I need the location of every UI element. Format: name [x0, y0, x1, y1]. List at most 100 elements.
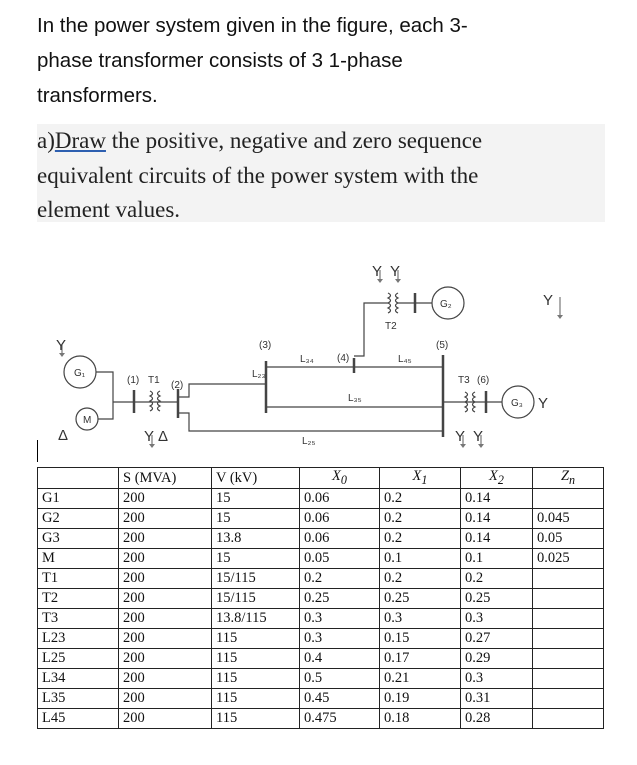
table-cell: 115 [211, 668, 300, 689]
table-cell: 200 [118, 488, 212, 509]
label-l34: L₃₄ [300, 354, 314, 365]
transformer-t1 [148, 390, 162, 412]
table-cell: L23 [37, 628, 119, 649]
table-cell: 0.045 [532, 508, 604, 529]
question-text: element values. [37, 197, 181, 222]
delta-m: Δ [58, 427, 68, 444]
table-cell: 0.2 [460, 568, 533, 589]
table-cell: 0.4 [299, 648, 380, 669]
text-cursor [37, 440, 38, 462]
table-cell: 200 [118, 568, 212, 589]
table-cell: 15/115 [211, 568, 300, 589]
label-bus5: (5) [436, 340, 448, 351]
wye-t2b: Y [390, 263, 400, 280]
label-l35: L₃₅ [348, 393, 362, 404]
table-cell: 0.31 [460, 688, 533, 709]
table-cell: G1 [37, 488, 119, 509]
table-cell: L25 [37, 648, 119, 669]
table-cell: 0.5 [299, 668, 380, 689]
table-cell: 0.14 [460, 528, 533, 549]
label-l45: L₄₅ [398, 354, 412, 365]
wye-t1: Y [144, 428, 154, 445]
table-cell: 0.14 [460, 508, 533, 529]
table-cell: 15 [211, 548, 300, 569]
table-cell: 0.2 [299, 568, 380, 589]
label-m: M [83, 415, 91, 426]
table-cell: 0.25 [379, 588, 461, 609]
table-cell: 115 [211, 708, 300, 729]
table-cell: 200 [118, 648, 212, 669]
header-v: V (kV) [211, 467, 300, 489]
question-text: equivalent circuits of the power system … [37, 162, 479, 188]
table-cell [532, 688, 604, 709]
table-cell [532, 588, 604, 609]
power-system-diagram: G₁ M G₂ G₃ (1) T1 (2) (3) (4) (5) (6) T2… [56, 263, 563, 448]
problem-intro: In the power system given in the figure,… [37, 8, 617, 113]
transformer-t2 [386, 292, 400, 314]
table-cell: 0.05 [532, 528, 604, 549]
table-cell: G2 [37, 508, 119, 529]
table-cell: 0.27 [460, 628, 533, 649]
table-cell: 15 [211, 508, 300, 529]
question-label: a) [37, 128, 55, 153]
label-bus2: (2) [171, 380, 183, 391]
wye-t3a: Y [455, 428, 465, 445]
table-cell: 0.15 [379, 628, 461, 649]
label-bus6: (6) [477, 375, 489, 386]
table-cell: 0.29 [460, 648, 533, 669]
table-cell: 0.06 [299, 488, 380, 509]
table-cell: 200 [118, 508, 212, 529]
table-cell [532, 628, 604, 649]
header-s: S (MVA) [118, 467, 212, 489]
label-g3: G₃ [511, 398, 523, 409]
table-cell: 0.3 [379, 608, 461, 629]
table-cell: 0.05 [299, 548, 380, 569]
table-cell: 0.1 [379, 548, 461, 569]
question-a: a)Draw the positive, negative and zero s… [37, 124, 605, 222]
table-cell: 200 [118, 548, 212, 569]
table-cell: 0.25 [460, 588, 533, 609]
table-cell: 0.18 [379, 708, 461, 729]
question-verb: Draw [54, 128, 106, 153]
label-g1: G₁ [74, 368, 86, 379]
table-cell: 0.3 [299, 608, 380, 629]
label-t2: T2 [385, 321, 397, 332]
label-g2: G₂ [440, 299, 452, 310]
table-cell: 200 [118, 608, 212, 629]
table-cell: 115 [211, 628, 300, 649]
wye-g2: Y [543, 292, 553, 309]
table-cell: 0.06 [299, 528, 380, 549]
table-cell [532, 668, 604, 689]
table-cell: 200 [118, 668, 212, 689]
label-t1: T1 [148, 375, 160, 386]
line-l25 [178, 412, 443, 432]
table-cell: 0.25 [299, 588, 380, 609]
table-cell: L45 [37, 708, 119, 729]
wye-g3: Y [538, 395, 548, 412]
table-cell: L34 [37, 668, 119, 689]
label-t3: T3 [458, 375, 470, 386]
table-cell: 0.06 [299, 508, 380, 529]
label-l25: L₂₅ [302, 436, 315, 447]
table-cell [532, 568, 604, 589]
table-cell: 200 [118, 688, 212, 709]
table-cell: 200 [118, 628, 212, 649]
table-cell [532, 648, 604, 669]
header-x1: X1 [379, 467, 461, 489]
table-header: S (MVA) V (kV) X0 X1 X2 Zn [37, 467, 604, 489]
table-cell: G3 [37, 528, 119, 549]
table-cell: 200 [118, 588, 212, 609]
intro-line: phase transformer consists of 3 1-phase [37, 49, 403, 72]
header-zn: Zn [532, 467, 604, 489]
label-l23: L₂₃ [252, 369, 266, 380]
wye-t2a: Y [372, 263, 382, 280]
